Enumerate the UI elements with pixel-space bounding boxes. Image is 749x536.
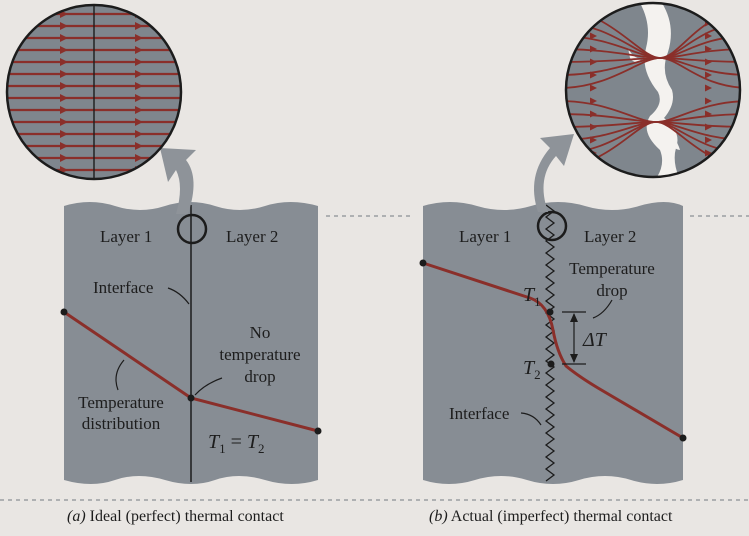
- panel-a: Layer 1 Layer 2 Interface No temperature…: [0, 5, 322, 525]
- interface-label-b: Interface: [449, 404, 509, 423]
- flow-arrowhead: [590, 7, 597, 14]
- endpoint-right-a: [315, 428, 322, 435]
- temp-dist-line1: Temperature: [78, 393, 164, 412]
- layer2-label-a: Layer 2: [226, 227, 278, 246]
- layer1-label-a: Layer 1: [100, 227, 152, 246]
- endpoint-left-b: [420, 260, 427, 267]
- t2-point: [548, 361, 555, 368]
- zoom-view-b: [560, 3, 749, 180]
- no-drop-line2: temperature: [219, 345, 300, 364]
- panel-b: Layer 1 Layer 2 Temperature drop T1 T2 Δ…: [420, 3, 749, 525]
- t1-point: [547, 309, 554, 316]
- endpoint-right-b: [680, 435, 687, 442]
- flow-arrowhead: [705, 163, 712, 170]
- zoom-arrow-b: [534, 134, 574, 212]
- interface-point-a: [188, 395, 195, 402]
- no-drop-line1: No: [250, 323, 271, 342]
- temp-drop-line1: Temperature: [569, 259, 655, 278]
- caption-a: (a) Ideal (perfect) thermal contact: [67, 508, 284, 525]
- caption-b: (b) Actual (imperfect) thermal contact: [429, 508, 673, 525]
- flow-arrowhead: [590, 163, 597, 170]
- no-drop-line3: drop: [244, 367, 275, 386]
- layer2-label-b: Layer 2: [584, 227, 636, 246]
- endpoint-left-a: [61, 309, 68, 316]
- layer1-label-b: Layer 1: [459, 227, 511, 246]
- temp-dist-line2: distribution: [82, 414, 161, 433]
- interface-label-a: Interface: [93, 278, 153, 297]
- temp-drop-line2: drop: [596, 281, 627, 300]
- delta-t-label: ΔT: [582, 329, 608, 351]
- flow-arrowhead: [705, 7, 712, 14]
- t1-eq-t2-label: T1 = T2: [208, 431, 265, 456]
